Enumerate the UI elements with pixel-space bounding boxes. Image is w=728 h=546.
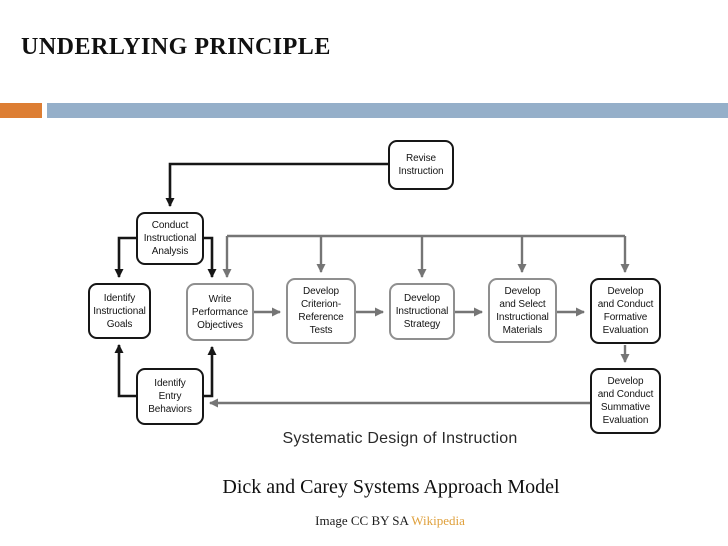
box-develop-and-conduct-summative-evaluation: Develop and Conduct Summative Evaluation bbox=[590, 368, 661, 434]
box-develop-and-select-instructional-materials: Develop and Select Instructional Materia… bbox=[488, 278, 557, 343]
box-identify-instructional-goals: Identify Instructional Goals bbox=[88, 283, 151, 339]
accent-orange-block bbox=[0, 103, 42, 118]
diagram-caption: Systematic Design of Instruction bbox=[282, 430, 518, 447]
wikipedia-link[interactable]: Wikipedia bbox=[411, 513, 465, 528]
box-develop-criterion-reference-tests: Develop Criterion- Reference Tests bbox=[286, 278, 356, 344]
box-develop-instructional-strategy: Develop Instructional Strategy bbox=[389, 283, 455, 340]
accent-blue-bar bbox=[47, 103, 728, 118]
credit-text: Image CC BY SA bbox=[315, 513, 412, 528]
image-credit: Image CC BY SA Wikipedia bbox=[60, 513, 720, 529]
box-identify-entry-behaviors: Identify Entry Behaviors bbox=[136, 368, 204, 425]
box-revise-instruction: Revise Instruction bbox=[388, 140, 454, 190]
model-caption: Dick and Carey Systems Approach Model bbox=[222, 476, 560, 498]
page-title: UNDERLYING PRINCIPLE bbox=[21, 34, 331, 60]
box-write-performance-objectives: Write Performance Objectives bbox=[186, 283, 254, 341]
box-develop-and-conduct-formative-evaluation: Develop and Conduct Formative Evaluation bbox=[590, 278, 661, 344]
box-conduct-instructional-analysis: Conduct Instructional Analysis bbox=[136, 212, 204, 265]
